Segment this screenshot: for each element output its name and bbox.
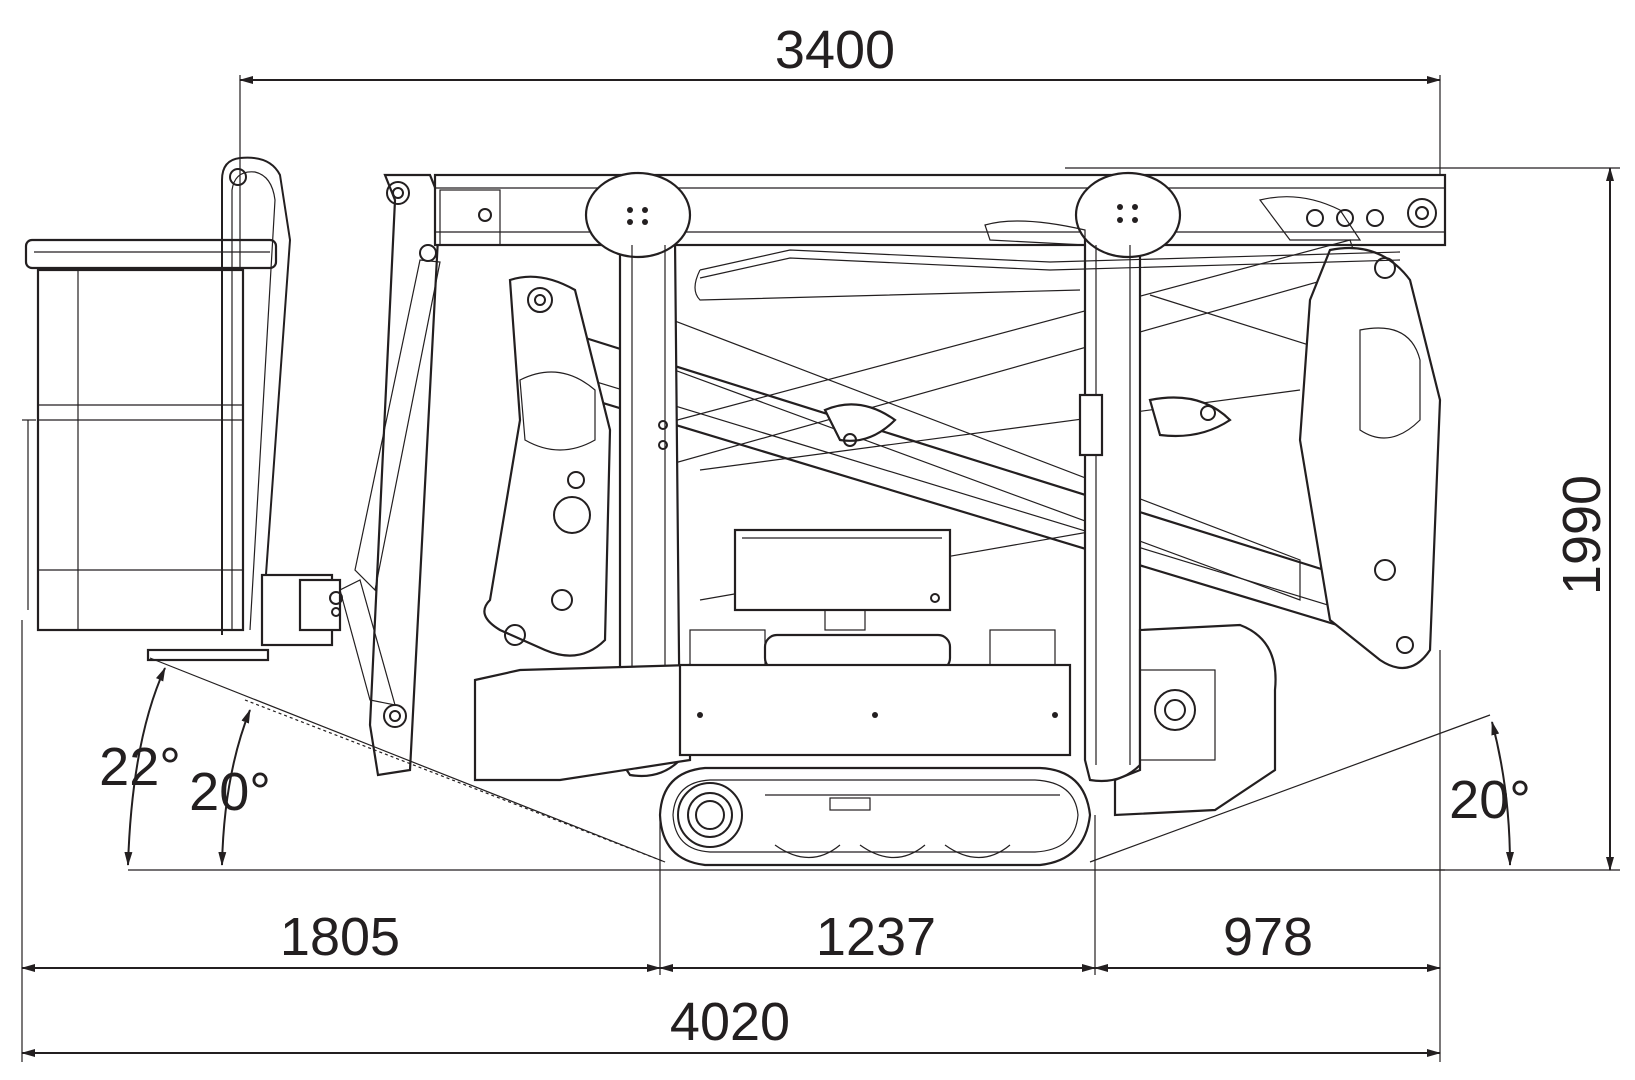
- work-platform-basket: [22, 156, 343, 662]
- angle-rear-departure-label: 20°: [1449, 770, 1531, 830]
- hydraulic-lines: [694, 249, 1401, 301]
- jib-arm: [339, 173, 442, 777]
- dim-overall-top-label: 3400: [775, 20, 895, 80]
- machine-outline: [22, 156, 1447, 867]
- rear-turret-plate: [984, 196, 1442, 670]
- dim-overall-length-label: 4020: [670, 992, 790, 1052]
- chassis-body: [473, 623, 1277, 817]
- dim-rear-overhang-label: 978: [1223, 907, 1313, 967]
- angle-lines: [124, 657, 1514, 866]
- control-box: [733, 528, 952, 631]
- diagonal-boom-sections: [558, 239, 1422, 652]
- angle-platform-label: 22°: [99, 737, 181, 797]
- dim-height-label: 1990: [1552, 475, 1612, 595]
- angle-front-approach-label: 20°: [189, 762, 271, 822]
- front-linkage-plate: [483, 275, 612, 657]
- rear-outrigger-leg: [1074, 171, 1182, 783]
- crawler-track: [658, 766, 1092, 867]
- dimension-lines: [21, 75, 1620, 1062]
- dim-front-overhang-label: 1805: [280, 907, 400, 967]
- dim-track-length-label: 1237: [816, 907, 936, 967]
- boom-brackets: [823, 396, 1232, 447]
- front-outrigger-leg: [584, 171, 692, 778]
